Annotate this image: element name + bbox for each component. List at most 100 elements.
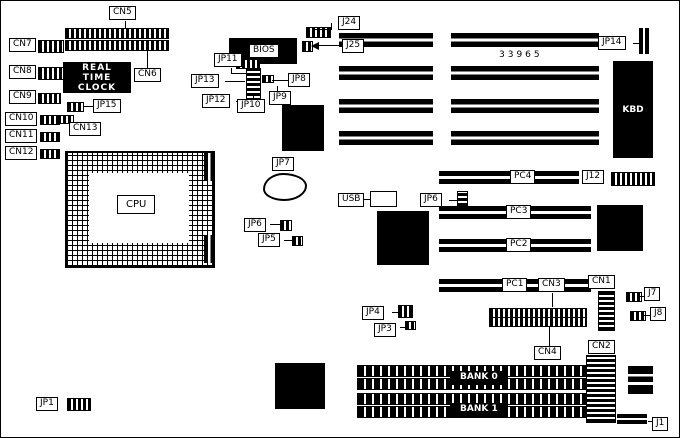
j24-connector — [306, 27, 331, 38]
label-cn6: CN6 — [134, 68, 161, 82]
leader-jp4 — [392, 312, 398, 313]
leader-j25 — [319, 45, 342, 46]
label-jp14: JP14 — [598, 36, 626, 50]
label-jp12: JP12 — [202, 94, 230, 108]
isa-slot-1-right — [451, 33, 599, 47]
leader-jp15 — [83, 106, 93, 107]
leader-j24-h — [313, 29, 331, 30]
leader-jp14 — [633, 43, 639, 44]
label-cn3: CN3 — [538, 278, 565, 292]
isa-slot-4-right — [451, 131, 599, 145]
leader-jp11-v — [231, 68, 232, 74]
label-jp5: JP5 — [258, 233, 280, 247]
label-bios: BIOS — [249, 44, 279, 58]
label-cn2: CN2 — [588, 340, 615, 354]
pci-slot-pc4 — [439, 171, 579, 184]
leader-jp5 — [284, 240, 292, 241]
leader-jp8 — [272, 80, 288, 81]
label-j12: J12 — [582, 170, 605, 184]
leader-jp11-h — [231, 73, 246, 74]
label-pc3: PC3 — [506, 205, 532, 219]
leader-cn5 — [125, 21, 126, 28]
usb-connector — [370, 191, 397, 207]
leader-jp13 — [225, 81, 245, 82]
label-j24: J24 — [338, 16, 361, 30]
cn11-connector — [40, 132, 60, 142]
j8-pins — [630, 311, 646, 321]
jp3-pins — [405, 321, 416, 330]
real-time-clock-chip: REAL TIME CLOCK — [63, 62, 131, 93]
label-usb: USB — [338, 193, 365, 207]
jp6-right-pins — [457, 191, 468, 207]
label-j7: J7 — [644, 287, 661, 301]
cn8-connector — [38, 67, 64, 80]
jp5-pins — [292, 236, 303, 246]
leader-cn3 — [552, 293, 553, 307]
edge-port-connector — [628, 366, 653, 394]
label-cn1: CN1 — [588, 275, 615, 289]
j25-arrow — [311, 42, 319, 50]
label-pc4: PC4 — [510, 170, 536, 184]
jp14-connector — [639, 28, 649, 54]
jp7-component — [263, 173, 307, 201]
isa-slot-3-right — [451, 99, 599, 113]
label-j1: J1 — [652, 417, 669, 431]
cn7-connector — [38, 40, 64, 53]
rtc-label: REAL TIME CLOCK — [77, 62, 117, 93]
cn5-connector-row2 — [65, 40, 169, 51]
leader-jp9 — [277, 86, 278, 91]
label-cpu: CPU — [117, 195, 156, 214]
label-jp6-left: JP6 — [244, 218, 266, 232]
label-j25: J25 — [342, 39, 365, 53]
cn12-connector — [40, 149, 60, 159]
j7-pins — [626, 292, 642, 302]
leader-cn6 — [147, 49, 148, 68]
label-bank1: BANK 1 — [450, 403, 508, 417]
qfp-chip-bottom — [275, 363, 325, 409]
isa-slot-3-left — [339, 99, 433, 113]
label-jp3: JP3 — [374, 323, 396, 337]
kbd-label: KBD — [622, 104, 644, 115]
leader-jp3 — [400, 327, 406, 328]
isa-slot-4-left — [339, 131, 433, 145]
qfp-chip-right — [597, 205, 643, 251]
leader-jp6-left — [270, 224, 280, 225]
jp6-left-pins — [280, 220, 292, 231]
leader-cn4 — [549, 326, 550, 346]
leader-j7 — [640, 296, 645, 297]
cn5-connector-row1 — [65, 28, 169, 39]
cn1-connector — [598, 291, 615, 331]
isa-slot-2-right — [451, 66, 599, 80]
jp1-pins — [67, 398, 91, 411]
label-j8: J8 — [650, 307, 667, 321]
cn9-connector — [38, 93, 61, 104]
cn2-connector — [586, 355, 616, 423]
label-pc2: PC2 — [506, 238, 532, 252]
qfp-chip-middle — [377, 211, 429, 265]
j1-connector — [617, 414, 647, 424]
label-cn10: CN10 — [5, 112, 38, 126]
label-jp7: JP7 — [272, 157, 294, 171]
leader-usb — [364, 199, 370, 200]
label-cn8: CN8 — [9, 65, 36, 79]
label-cn13: CN13 — [69, 122, 102, 136]
j12-connector — [611, 172, 655, 186]
leader-j8 — [644, 315, 650, 316]
leader-jp10 — [253, 94, 254, 99]
cn13-pins — [57, 115, 74, 124]
label-cn7: CN7 — [9, 38, 36, 52]
label-cn4: CN4 — [534, 346, 561, 360]
label-jp15: JP15 — [93, 99, 121, 113]
board-number: 33965 — [499, 50, 543, 60]
label-jp8: JP8 — [288, 73, 310, 87]
kbd-connector: KBD — [613, 61, 653, 158]
cpu-side-connector-top — [204, 153, 215, 181]
label-pc1: PC1 — [502, 278, 528, 292]
cpu-side-connector-bottom — [204, 235, 215, 263]
label-jp1: JP1 — [36, 397, 58, 411]
label-bank0: BANK 0 — [450, 371, 508, 385]
label-jp13: JP13 — [191, 74, 219, 88]
leader-jp6-right — [449, 200, 457, 201]
label-cn12: CN12 — [5, 146, 38, 160]
label-cn5: CN5 — [109, 6, 136, 20]
